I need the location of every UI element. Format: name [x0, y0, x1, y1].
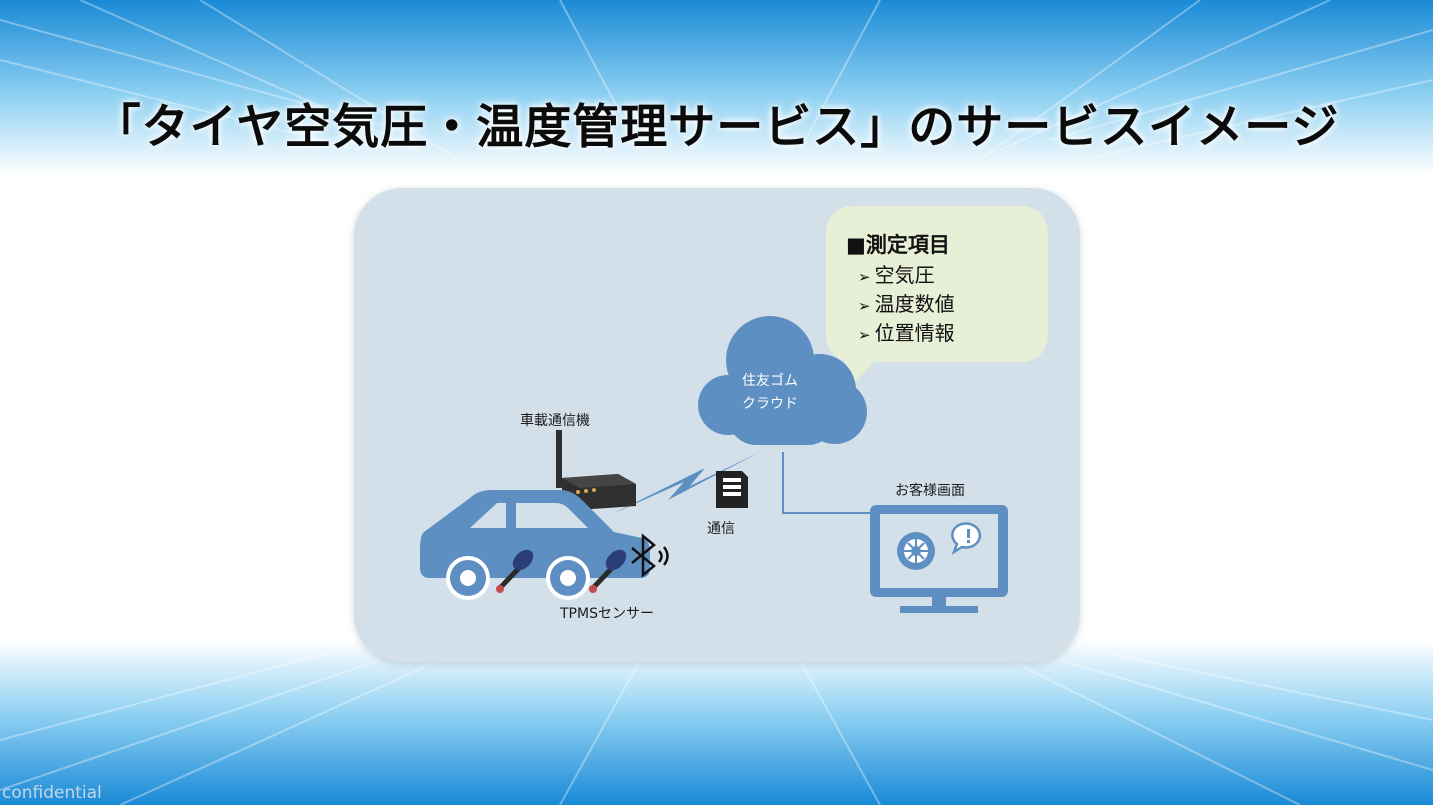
connector-line: [782, 452, 870, 514]
sensor-label: TPMSセンサー: [560, 606, 654, 622]
measurement-item-label: 温度数値: [874, 292, 955, 316]
communication-label: 通信: [707, 521, 735, 537]
cloud-label-line2: クラウド: [742, 396, 798, 412]
arrow-icon: ➢: [858, 297, 871, 315]
cloud-label-line1: 住友ゴム: [742, 373, 798, 389]
cloud-icon: [698, 316, 867, 445]
customer-screen-label: お客様画面: [895, 483, 965, 499]
wireless-signal-icon: [612, 452, 760, 514]
arrow-icon: ➢: [858, 268, 871, 286]
measurement-item-location: ➢位置情報: [858, 317, 955, 346]
measurement-bubble: [826, 206, 1048, 362]
measurement-item-label: 空気圧: [874, 263, 935, 287]
bluetooth-icon: [631, 533, 669, 578]
car-icon: [420, 490, 650, 600]
monitor-icon: [870, 505, 1008, 613]
sim-card-icon: [716, 471, 748, 508]
tpms-sensor-icon: [589, 549, 627, 593]
slide-title: 「タイヤ空気圧・温度管理サービス」のサービスイメージ: [93, 100, 1340, 155]
arrow-icon: ➢: [858, 326, 871, 344]
measurement-heading: ■測定項目: [846, 233, 950, 257]
tpms-sensor-icon: [496, 549, 534, 593]
measurement-item-label: 位置情報: [874, 321, 955, 345]
device-label: 車載通信機: [520, 413, 590, 429]
confidential-footer: confidential: [2, 783, 102, 803]
measurement-item-pressure: ➢空気圧: [858, 259, 935, 288]
measurement-item-temperature: ➢温度数値: [858, 288, 955, 317]
